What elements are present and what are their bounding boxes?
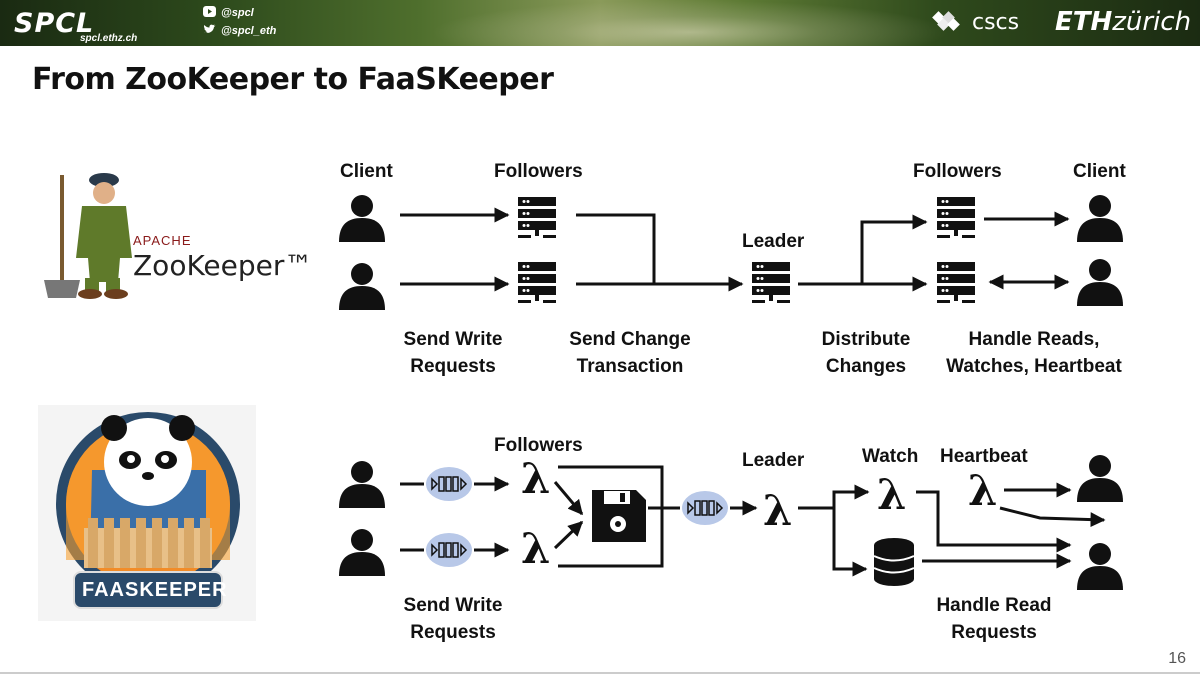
fk-client-person-icon: [339, 529, 385, 576]
faaskeeper-logo-name: FAASKEEPER: [82, 579, 228, 601]
fk-caption-send-write: Send Write Requests: [403, 595, 503, 643]
fk-caption-handle-read: Handle Read Requests: [936, 595, 1052, 643]
zk-client-person-icon: [339, 195, 385, 242]
youtube-icon: [203, 6, 216, 17]
zk-client-person-icon: [339, 263, 385, 310]
fk-write-queue-icon: [425, 466, 473, 502]
fk-client-person-icon: [1077, 543, 1123, 590]
fk-leader-lambda-icon: λ: [763, 486, 793, 535]
zk-followers-left-label: Followers: [494, 161, 583, 182]
faaskeeper-panda-logo: [38, 405, 256, 621]
zookeeper-apache-label: APACHE: [133, 233, 192, 248]
fk-client-person-icon: [339, 461, 385, 508]
zk-client-right-label: Client: [1073, 161, 1126, 182]
zookeeper-logo-name: ZooKeeper™: [133, 249, 313, 282]
fk-heartbeat-label: Heartbeat: [940, 446, 1028, 467]
fk-floppy-storage-icon: [592, 490, 646, 542]
youtube-handle[interactable]: @spcl: [203, 6, 254, 19]
fk-heartbeat-lambda-icon: λ: [968, 466, 998, 515]
header-banner: SPCL spcl.ethz.ch @spcl @spcl_eth cscs E…: [0, 0, 1200, 46]
zk-leader-server-icon: [752, 262, 790, 303]
zk-caption-send-write: Send Write Requests: [403, 329, 503, 377]
zk-follower-server-icon: [937, 262, 975, 303]
fk-watch-label: Watch: [862, 446, 919, 467]
fk-client-person-icon: [1077, 455, 1123, 502]
twitter-handle[interactable]: @spcl_eth: [203, 24, 276, 37]
fk-leader-label: Leader: [742, 450, 805, 471]
zk-followers-right-label: Followers: [913, 161, 1002, 182]
zk-follower-server-icon: [937, 197, 975, 238]
slide-title: From ZooKeeper to FaaSKeeper: [32, 62, 554, 97]
zk-client-person-icon: [1077, 259, 1123, 306]
spcl-logo: SPCL: [14, 8, 95, 39]
page-number: 16: [1168, 650, 1186, 667]
zk-follower-server-icon: [518, 262, 556, 303]
cscs-logo: cscs: [928, 9, 1019, 39]
mountain-backdrop: [430, 0, 950, 46]
eth-logo: ETHzürich: [1055, 7, 1192, 37]
fk-watch-lambda-icon: λ: [877, 470, 907, 519]
fk-database-icon: [873, 538, 915, 586]
zk-caption-distribute: Distribute Changes: [821, 329, 911, 377]
fk-write-queue-icon: [425, 532, 473, 568]
zk-client-left-label: Client: [340, 161, 393, 182]
zk-follower-server-icon: [518, 197, 556, 238]
zk-client-person-icon: [1077, 195, 1123, 242]
twitter-icon: [203, 24, 216, 35]
fk-follower-lambda-icon: λ: [521, 454, 551, 503]
zookeeper-keeper-icon: [44, 173, 132, 299]
zk-caption-handle-reads: Handle Reads, Watches, Heartbeat: [946, 329, 1122, 377]
fk-leader-queue-icon: [681, 490, 729, 526]
footer-divider: [0, 672, 1200, 674]
cscs-diamond-icon: [928, 9, 968, 39]
fk-followers-label: Followers: [494, 435, 583, 456]
zk-leader-label: Leader: [742, 231, 805, 252]
zk-caption-send-change: Send Change Transaction: [569, 329, 691, 377]
spcl-url: spcl.ethz.ch: [80, 33, 138, 44]
fk-follower-lambda-icon: λ: [521, 524, 551, 573]
